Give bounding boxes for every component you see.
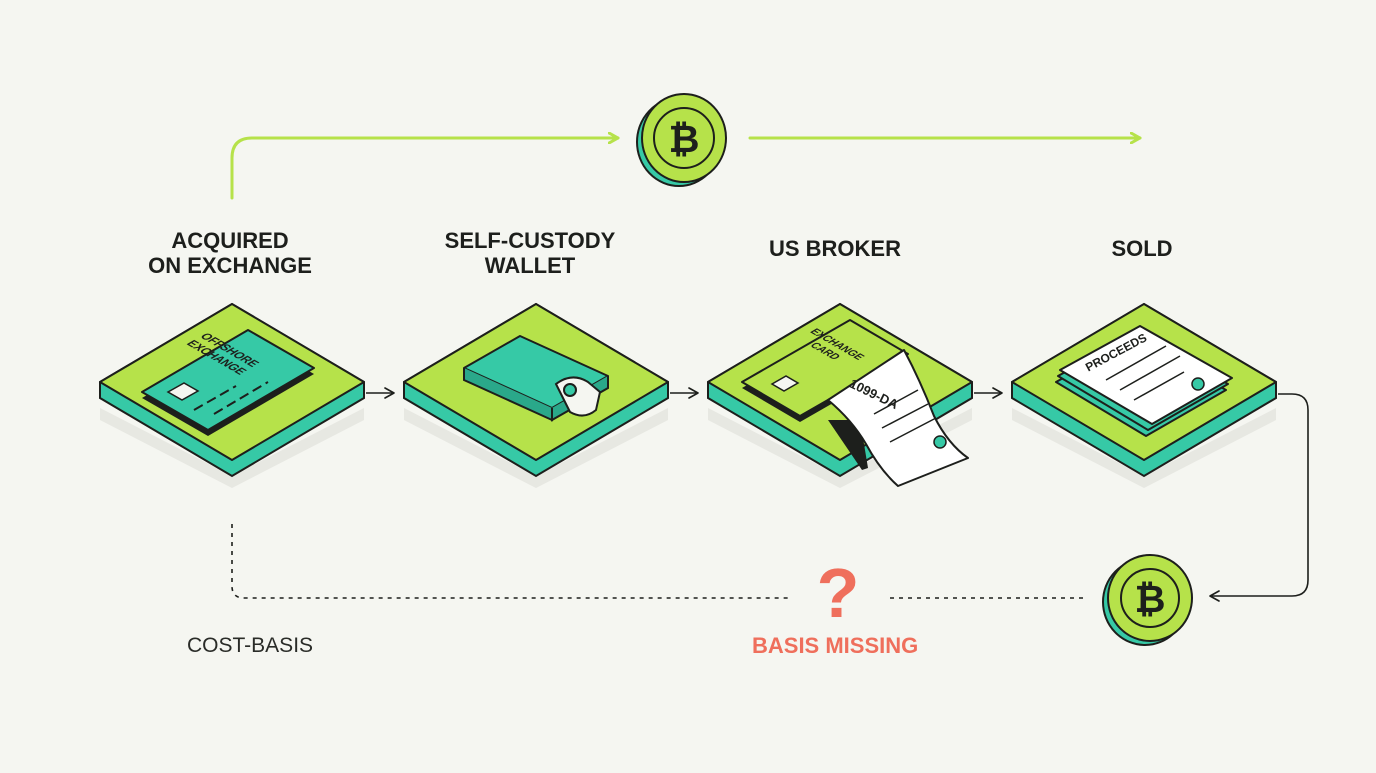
cost-basis-label: COST-BASIS — [187, 634, 314, 657]
basis-missing-label: BASIS MISSING — [752, 633, 919, 658]
stage-2-label: SELF-CUSTODY WALLET — [444, 228, 616, 278]
exchange-card-icon: EXCHANGECARD — [741, 319, 909, 470]
svg-text:₿: ₿ — [1135, 579, 1166, 621]
receipt-icon: 1099-DA — [827, 349, 969, 487]
cost-basis-dashed-line — [231, 524, 1088, 599]
bitcoin-coin-icon: ₿ — [1102, 554, 1193, 646]
document-stack-icon: PROCEEDS — [1055, 325, 1233, 437]
top-flow-arrow — [230, 138, 1142, 200]
stage-1-label: ACQUIRED ON EXCHANGE — [148, 228, 312, 278]
svg-text:₿: ₿ — [669, 119, 700, 161]
bitcoin-coin-icon: ₿ — [636, 93, 727, 187]
return-flow-arrow — [1209, 393, 1309, 602]
missing-basis-question-mark: ? — [817, 554, 860, 632]
stage-4-label: SOLD — [1111, 236, 1173, 261]
stage-3-label: US BROKER — [768, 236, 901, 261]
wallet-icon — [463, 335, 609, 422]
